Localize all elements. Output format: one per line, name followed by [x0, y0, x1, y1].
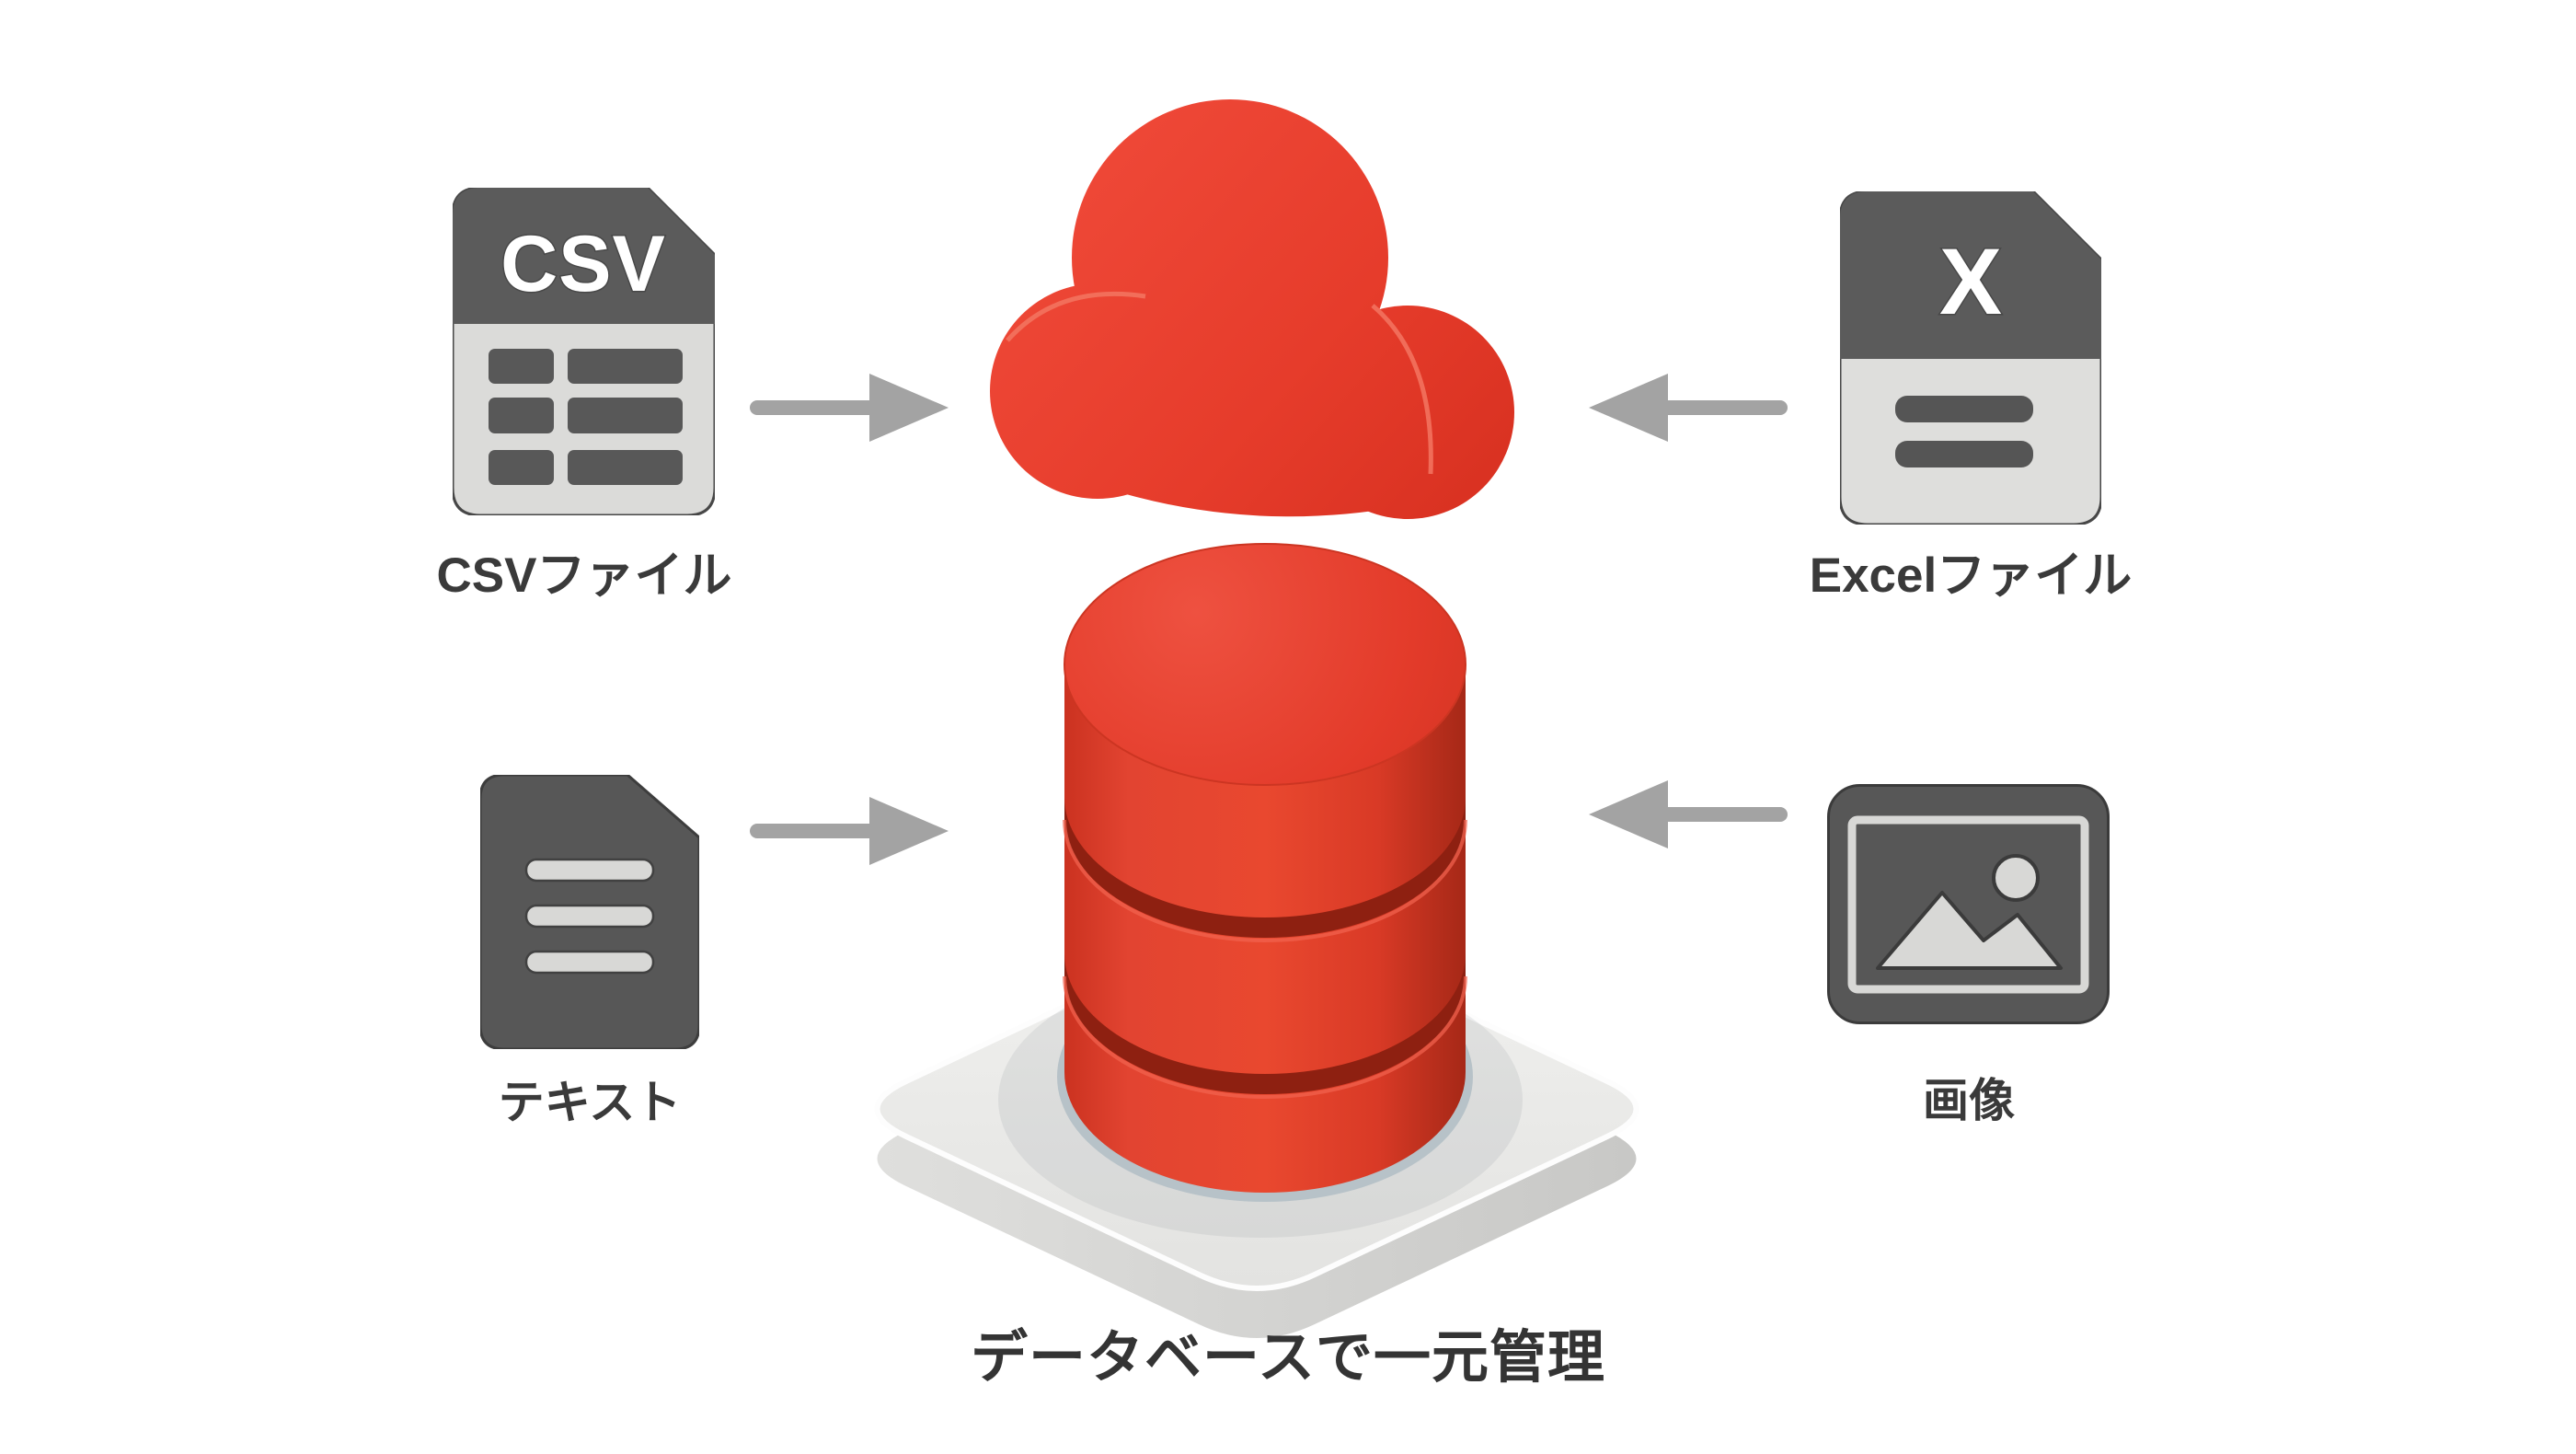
center-artwork: [874, 99, 1639, 1338]
text-document-icon: [480, 775, 699, 1049]
excel-label: Excelファイル: [1809, 548, 2133, 603]
cloud-seam: [1371, 304, 1433, 475]
image-frame-inner: [1847, 815, 2089, 994]
image-mountains: [1876, 891, 2063, 970]
arrow-left-icon: [1589, 374, 1788, 442]
image-icon: [1827, 784, 2110, 1024]
image-label: 画像: [1923, 1075, 2015, 1126]
database-icon: [1063, 543, 1467, 1193]
arrow-right-icon: [750, 374, 949, 442]
csv-table-cells: [489, 349, 683, 485]
image-sun: [1992, 854, 2040, 902]
excel-text-lines: [1895, 396, 2033, 467]
arrow-left-icon: [1589, 780, 1788, 848]
excel-file-icon: X: [1840, 191, 2101, 525]
csv-badge: CSV: [500, 220, 666, 308]
csv-file-icon: CSV: [453, 188, 715, 515]
csv-doc-header: [453, 188, 715, 324]
arrow-right-icon: [750, 797, 949, 865]
text-lines: [524, 858, 655, 975]
excel-badge: X: [1939, 229, 2002, 334]
text-label: テキスト: [498, 1077, 682, 1128]
cloud-seam: [1006, 291, 1146, 342]
csv-label: CSVファイル: [436, 548, 732, 603]
cloud-icon: [990, 99, 1514, 519]
excel-doc-header: [1840, 191, 2101, 359]
diagram-title: データベースで一元管理: [971, 1326, 1605, 1390]
